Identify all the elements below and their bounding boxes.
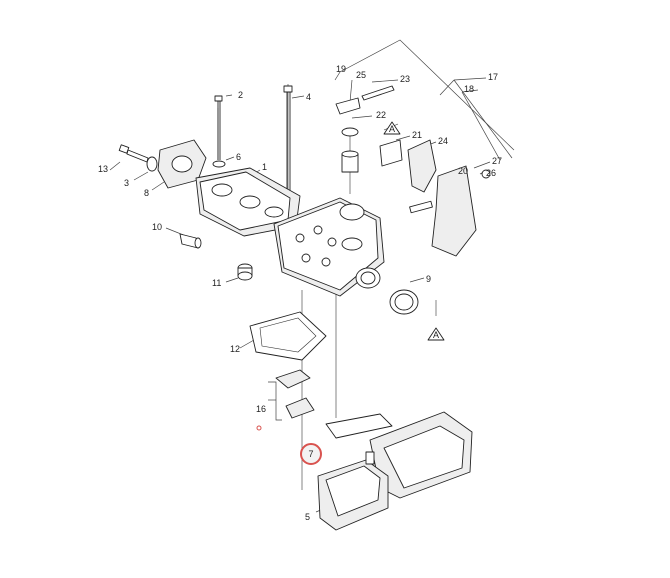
callout-8: 8 bbox=[144, 188, 149, 198]
callout-16: 16 bbox=[256, 404, 266, 414]
callout-11: 11 bbox=[212, 278, 221, 288]
callout-13: 13 bbox=[98, 164, 108, 174]
callout-21: 21 bbox=[412, 130, 422, 140]
highlight-marker-7[interactable]: 7 bbox=[300, 443, 322, 465]
callout-25: 25 bbox=[356, 70, 366, 80]
highlight-label: 7 bbox=[308, 449, 313, 459]
rocker-assembly bbox=[335, 85, 491, 257]
cap-11 bbox=[237, 263, 253, 281]
callout-labels: 1 2 3 4 5 6 8 9 10 11 12 13 16 17 18 19 … bbox=[98, 64, 502, 522]
callout-18: 18 bbox=[464, 84, 474, 94]
ref-triangle-top: A bbox=[383, 121, 401, 135]
callout-19: 19 bbox=[336, 64, 346, 74]
callout-24: 24 bbox=[438, 136, 448, 146]
callout-1: 1 bbox=[262, 162, 267, 172]
seal-ring-9 bbox=[389, 289, 419, 315]
gasket-12 bbox=[249, 311, 327, 361]
callout-2: 2 bbox=[238, 90, 243, 100]
callout-10: 10 bbox=[152, 222, 162, 232]
washer-3 bbox=[146, 156, 158, 172]
callout-17: 17 bbox=[488, 72, 498, 82]
small-dot-marker bbox=[256, 425, 262, 431]
callout-22: 22 bbox=[376, 110, 386, 120]
callout-9: 9 bbox=[426, 274, 431, 284]
valve-plate-16b bbox=[285, 397, 315, 419]
svg-text:A: A bbox=[389, 124, 395, 134]
callout-26: 26 bbox=[486, 168, 496, 178]
main-block bbox=[273, 197, 385, 297]
ref-triangle-bottom: A bbox=[427, 327, 445, 341]
callout-6: 6 bbox=[236, 152, 241, 162]
svg-text:A: A bbox=[433, 330, 439, 340]
callout-27: 27 bbox=[492, 156, 502, 166]
callout-23: 23 bbox=[400, 74, 410, 84]
pump-body-5 bbox=[317, 411, 473, 531]
callout-4: 4 bbox=[306, 92, 311, 102]
washer-6 bbox=[212, 160, 226, 168]
plug-10 bbox=[179, 233, 202, 249]
callout-20: 20 bbox=[458, 166, 468, 176]
housing-1 bbox=[195, 167, 301, 237]
callout-5: 5 bbox=[305, 512, 310, 522]
screw-13 bbox=[118, 144, 149, 163]
bolt-2 bbox=[214, 95, 223, 160]
callout-3: 3 bbox=[124, 178, 129, 188]
valve-plate-16a bbox=[275, 369, 311, 389]
callout-12: 12 bbox=[230, 344, 240, 354]
